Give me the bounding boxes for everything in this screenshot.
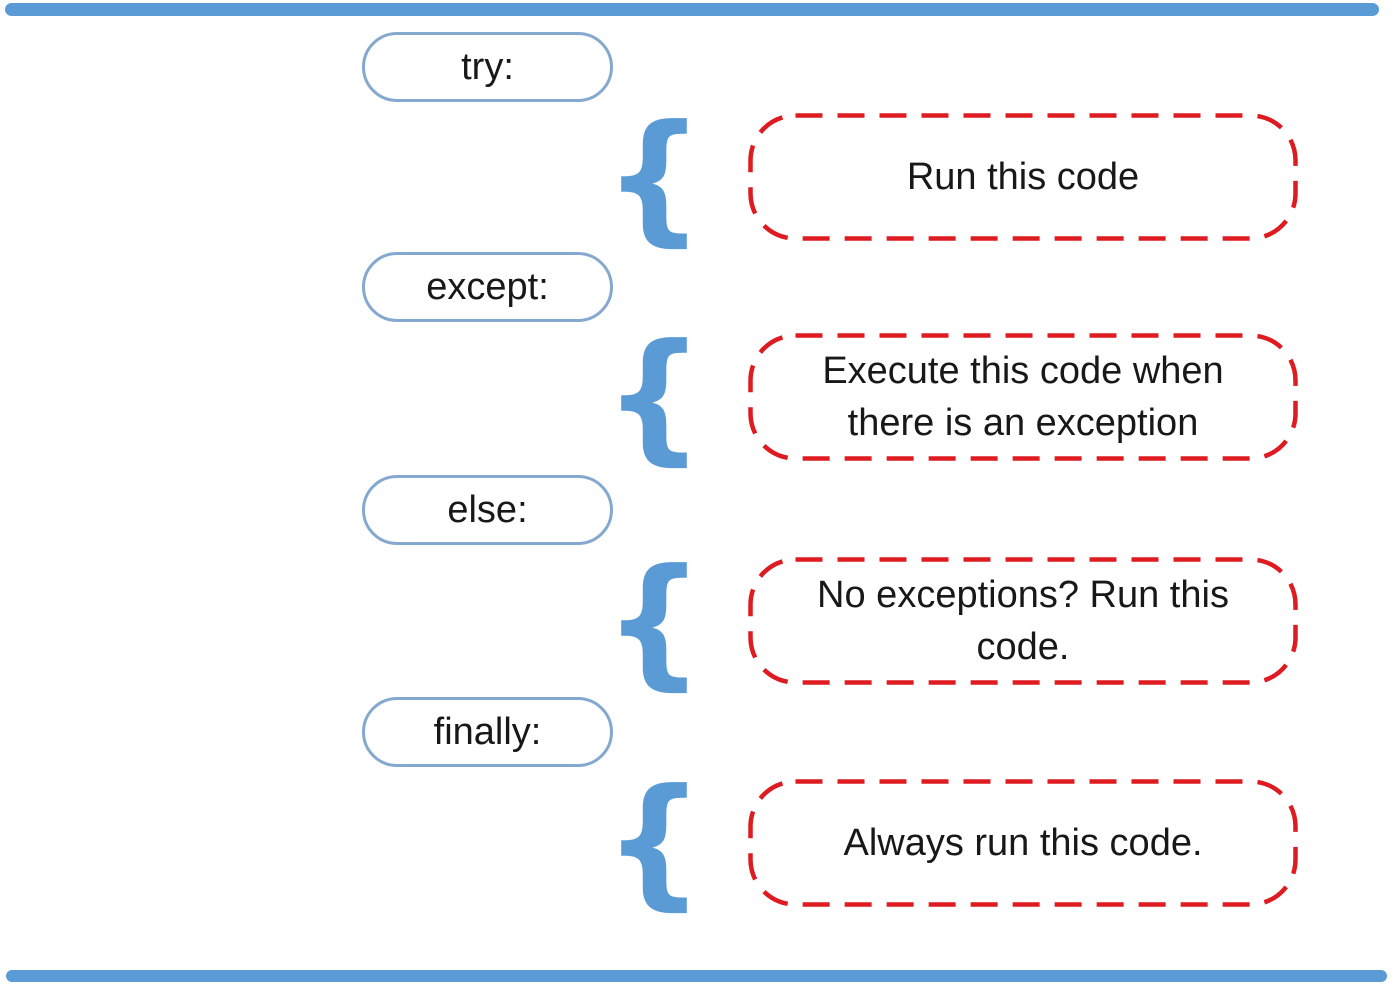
bottom-divider-bar — [6, 970, 1387, 982]
pill-except: except: — [362, 252, 613, 322]
code-description-box-except: Execute this code when there is an excep… — [748, 333, 1298, 461]
code-description-text: Always run this code. — [843, 821, 1203, 864]
left-brace-icon: { — [603, 759, 705, 924]
code-description-text: Run this code — [906, 155, 1140, 198]
code-description-text: Execute this code when there is an excep… — [822, 349, 1224, 444]
code-description-box-finally: Always run this code. — [748, 779, 1298, 907]
code-description-box-try: Run this code — [748, 113, 1298, 241]
pill-else: else: — [362, 475, 613, 545]
dashed-border-icon — [748, 557, 1298, 685]
pill-try-label: try: — [461, 46, 514, 88]
code-description-box-else: No exceptions? Run this code. — [748, 557, 1298, 685]
pill-except-label: except: — [426, 266, 549, 308]
code-description-text: No exceptions? Run this code. — [817, 573, 1229, 668]
pill-finally: finally: — [362, 697, 613, 767]
dashed-border-icon — [748, 779, 1298, 907]
pill-else-label: else: — [447, 489, 528, 531]
left-brace-icon: { — [603, 539, 705, 704]
left-brace-icon: { — [603, 95, 705, 260]
top-divider-bar — [5, 3, 1379, 16]
dashed-border-icon — [748, 333, 1298, 461]
pill-finally-label: finally: — [433, 711, 542, 753]
pill-try: try: — [362, 32, 613, 102]
left-brace-icon: { — [603, 314, 705, 479]
dashed-border-icon — [748, 113, 1298, 241]
